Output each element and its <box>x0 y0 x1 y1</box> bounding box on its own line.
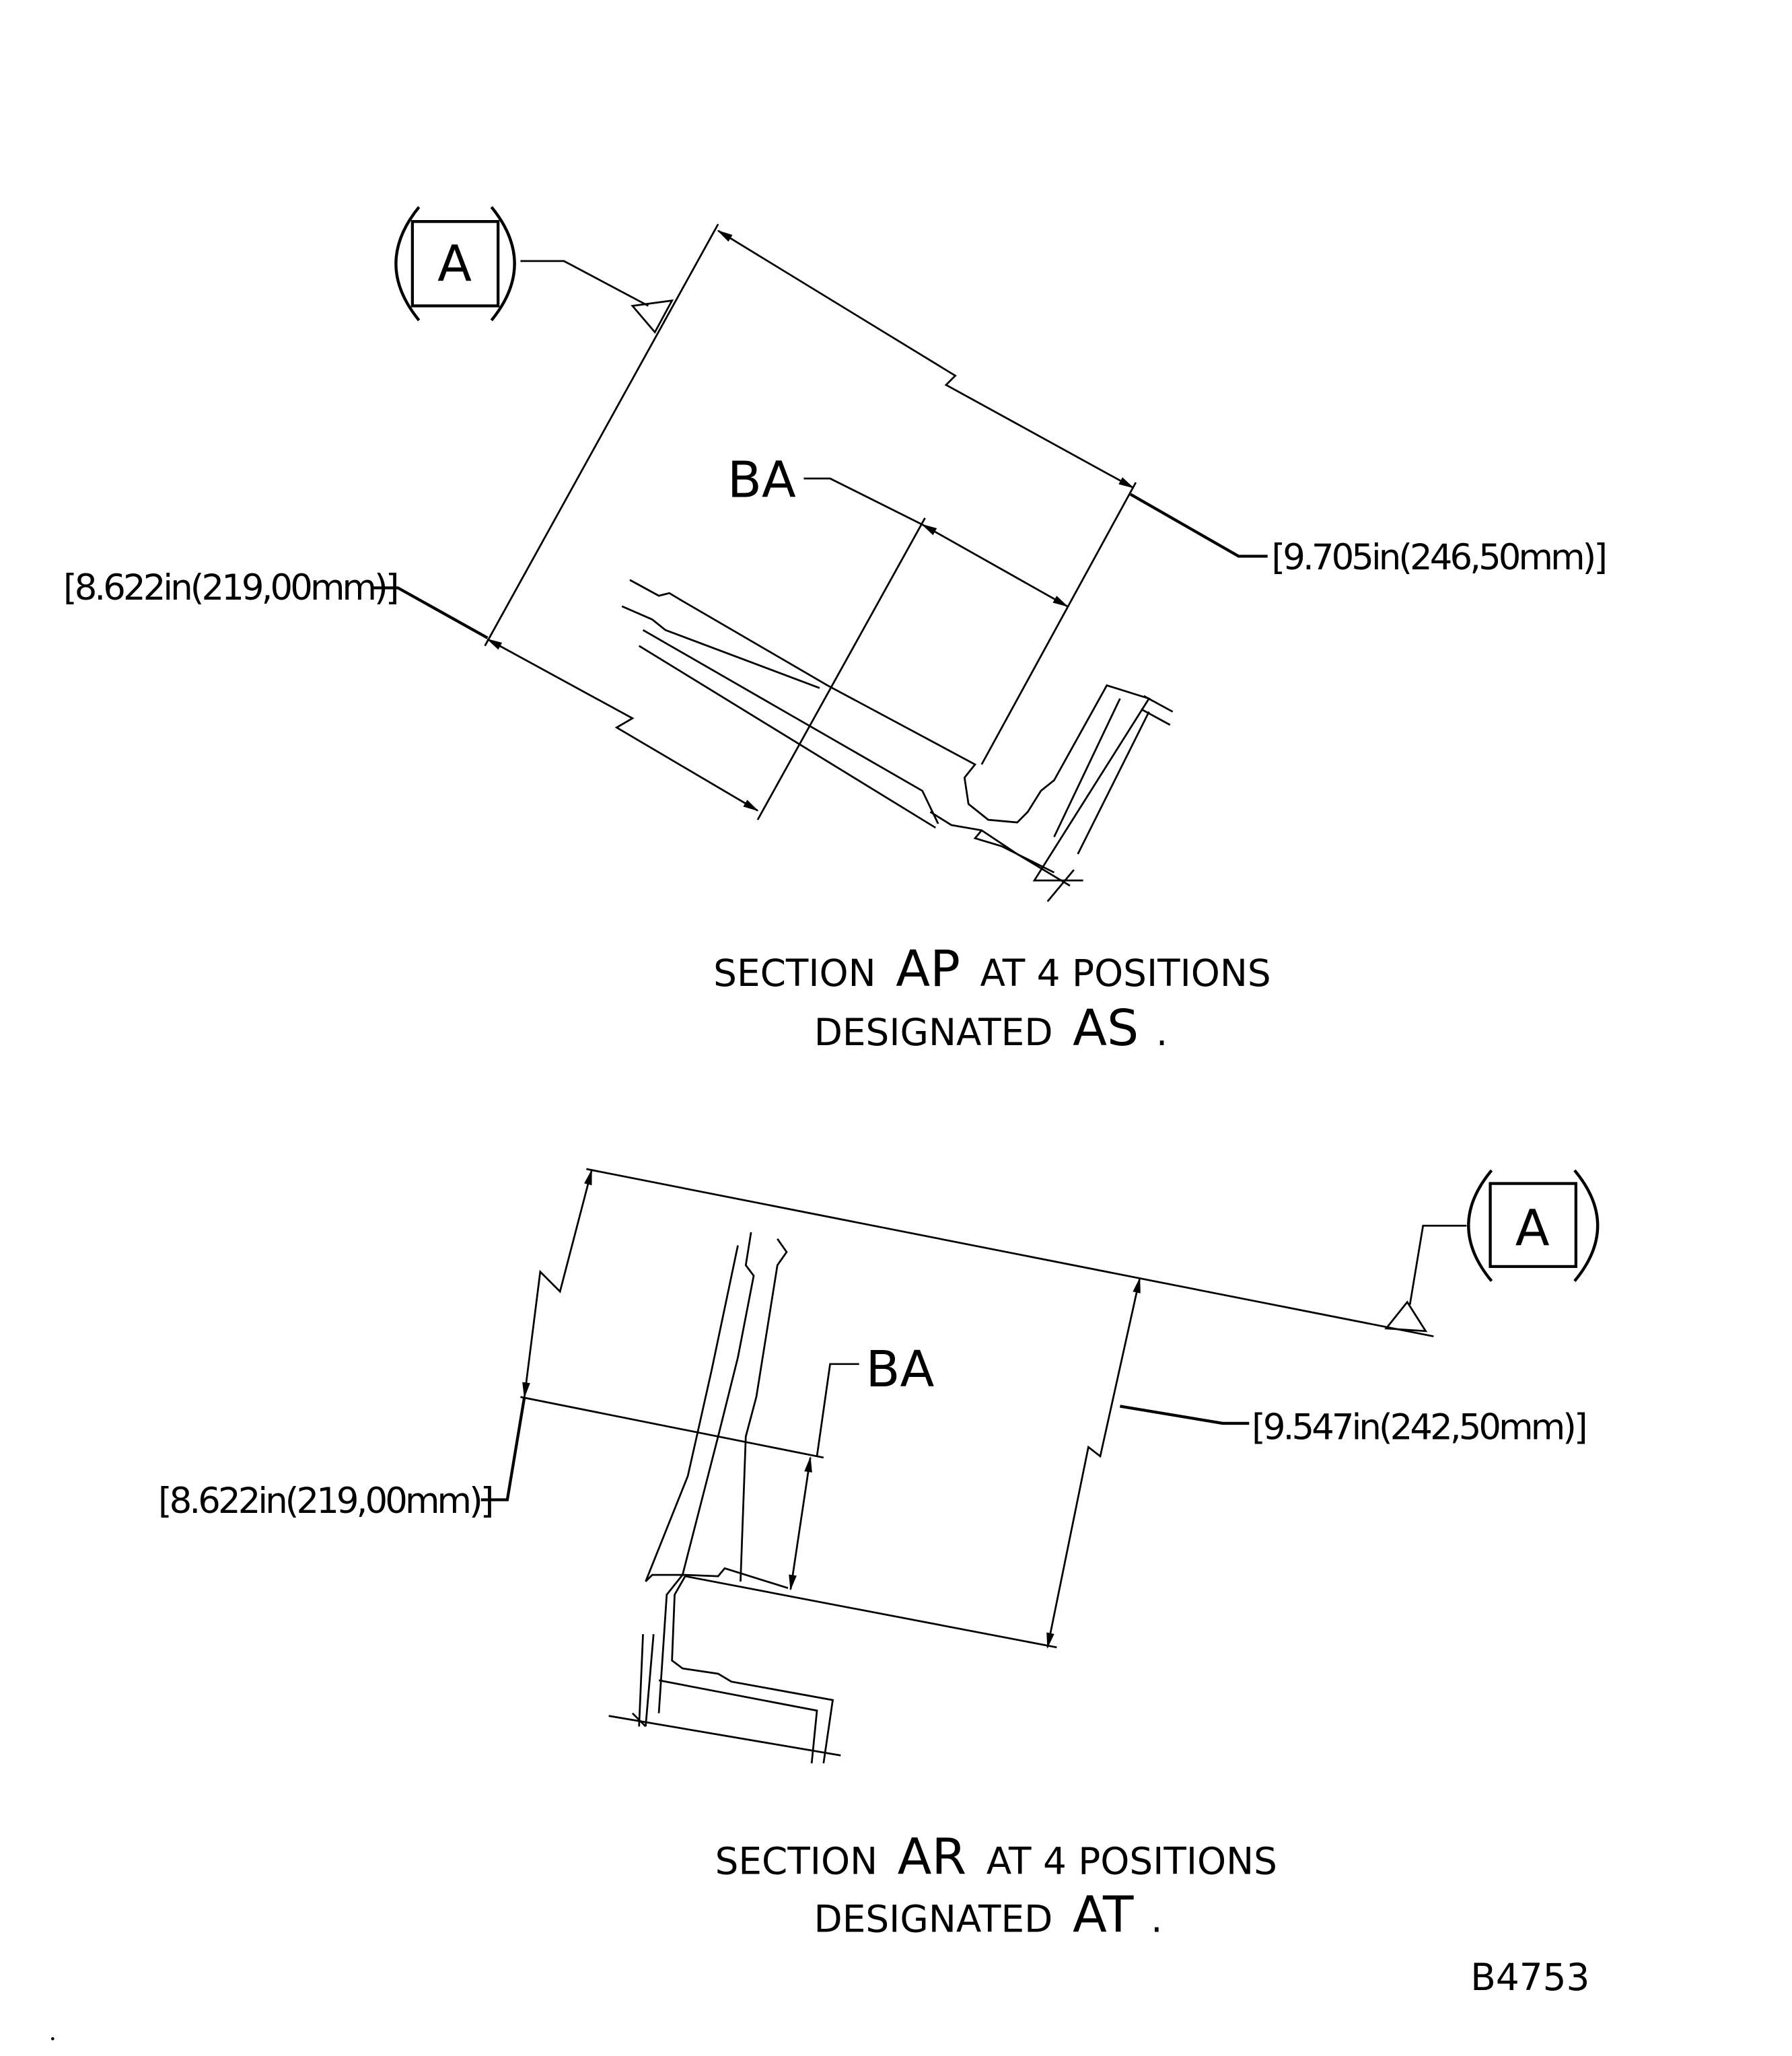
caption-word: SECTION <box>713 952 876 995</box>
left-paren <box>394 206 421 322</box>
right-paren <box>490 206 516 322</box>
caption-positions: AT 4 POSITIONS <box>980 952 1271 995</box>
figure-id: B4753 <box>1470 1956 1589 1999</box>
datum-line <box>484 223 719 647</box>
feature-label-ba: BA <box>865 1340 934 1398</box>
dimension-label-8622-bottom: [8.622in(219,00mm)] <box>158 1481 492 1522</box>
dimension-line-9705 <box>717 229 1135 489</box>
datum-leader <box>520 260 649 307</box>
left-paren <box>1467 1169 1493 1282</box>
svg-text:SECTION AR AT: SECTION AR AT 4 POSITIONS <box>715 1828 1277 1886</box>
section-id: AR <box>898 1828 967 1886</box>
datum-box <box>410 219 500 308</box>
datum-a-symbol-bottom: A <box>1467 1169 1600 1282</box>
dim-leader-left <box>480 1396 526 1501</box>
ba-leader <box>803 477 923 526</box>
caption-designated: DESIGNATED <box>814 1898 1053 1941</box>
section-ar-view: A BA [8.622in(219,00mm)] [9.547in(242,50… <box>158 1168 1600 1944</box>
extension-line-right <box>980 482 1137 765</box>
extension-line-ba <box>520 1396 824 1459</box>
section-ap-caption: SECTION AP AT 4 POSITIONS DESIGNATED AS … <box>713 940 1271 1057</box>
datum-line <box>586 1168 1434 1338</box>
dimension-label-9547: [9.547in(242,50mm)] <box>1252 1407 1585 1448</box>
caption-word: SECTION <box>715 1840 878 1883</box>
part-profile-top <box>621 579 1174 902</box>
caption-positions: AT 4 POSITIONS <box>987 1840 1277 1883</box>
datum-leader <box>1408 1224 1467 1305</box>
dimension-line-9547 <box>1046 1277 1141 1649</box>
designation-id: AT <box>1073 1886 1134 1944</box>
ba-dimension-arrows <box>921 524 1069 608</box>
datum-label: A <box>1515 1199 1550 1258</box>
ba-dimension-arrows <box>789 1456 812 1591</box>
extension-line-ba <box>756 518 926 820</box>
designation-id: AS <box>1073 999 1139 1057</box>
datum-label: A <box>437 234 472 293</box>
caption-designated: DESIGNATED <box>814 1011 1053 1054</box>
svg-text:DESIGNATED AS: DESIGNATED AS . <box>814 999 1168 1057</box>
stray-dot <box>50 2037 55 2041</box>
ba-leader <box>816 1363 859 1457</box>
section-ar-caption: SECTION AR AT 4 POSITIONS DESIGNATED AT … <box>715 1828 1277 1944</box>
right-paren <box>1573 1169 1600 1282</box>
dim-leader-right <box>1129 493 1268 558</box>
dimension-line-8622 <box>486 638 759 812</box>
section-id: AP <box>896 940 960 998</box>
feature-label-ba: BA <box>727 450 796 509</box>
dim-leader-left <box>373 586 489 639</box>
dimension-label-8622-top: [8.622in(219,00mm)] <box>63 567 397 608</box>
extension-line-bottom <box>684 1575 1057 1649</box>
datum-triangle <box>1384 1300 1428 1333</box>
dimension-label-9705: [9.705in(246,50mm)] <box>1272 537 1606 578</box>
datum-a-symbol-top: A <box>394 206 516 322</box>
datum-triangle <box>631 299 674 334</box>
svg-text:DESIGNATED AT: DESIGNATED AT . <box>814 1886 1163 1944</box>
datum-box <box>1489 1182 1578 1269</box>
dim-leader-right <box>1120 1405 1250 1425</box>
svg-text:SECTION AP AT: SECTION AP AT 4 POSITIONS <box>713 940 1271 998</box>
part-profile-bottom <box>608 1232 841 1764</box>
section-ap-view: A BA [8.622in(219,00mm)] [9.705in(246,50… <box>63 206 1608 1057</box>
dimension-line-8622 <box>522 1169 593 1398</box>
